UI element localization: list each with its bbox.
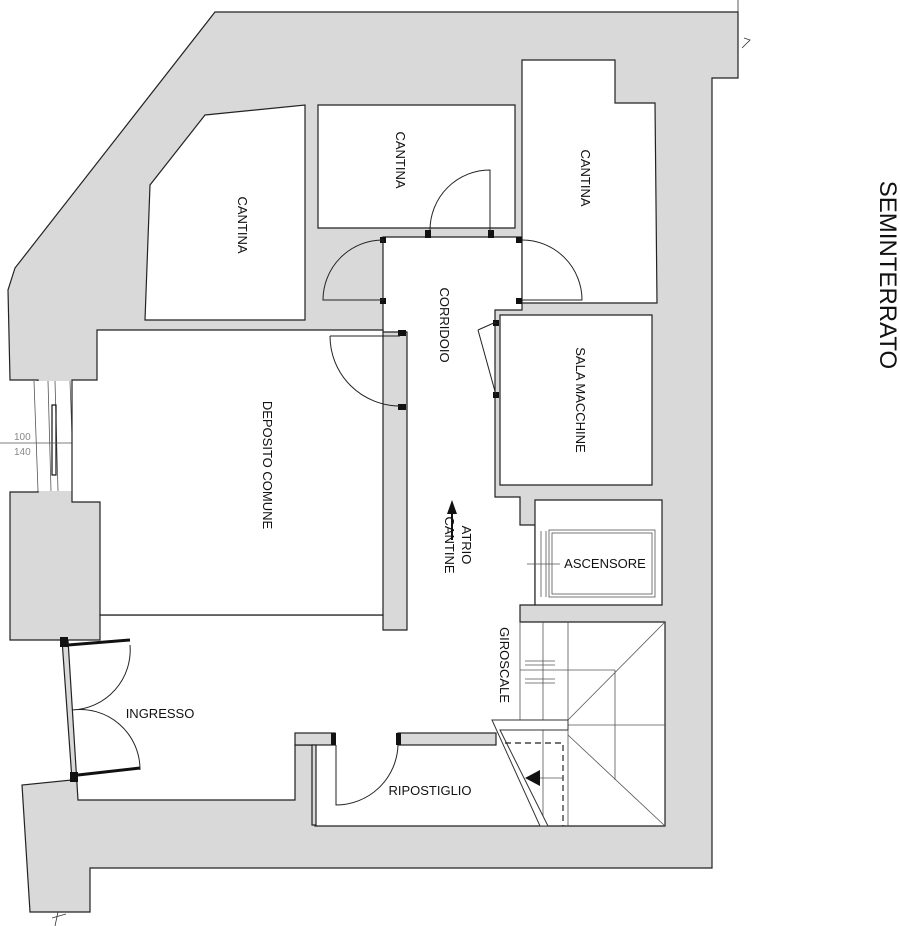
- label-cantina-left: CANTINA: [235, 196, 250, 253]
- room-deposito: [71, 329, 384, 616]
- stair-direction-arrow: [525, 770, 540, 786]
- window-dim-bottom: 140: [14, 447, 31, 458]
- label-cantine: CANTINE: [442, 516, 457, 573]
- label-corridoio: CORRIDOIO: [437, 287, 452, 362]
- window-opening: [32, 381, 76, 491]
- label-sala-macchine: SALA MACCHINE: [573, 347, 588, 453]
- room-cantina-left: [144, 104, 306, 321]
- wall-ripostiglio-right: [397, 732, 497, 746]
- label-ripostiglio: RIPOSTIGLIO: [388, 783, 471, 798]
- break-mark-bottom: [51, 911, 67, 926]
- plan-title: SEMINTERRATO: [874, 181, 900, 369]
- label-ingresso: INGRESSO: [126, 706, 195, 721]
- label-cantina-mid: CANTINA: [393, 131, 408, 188]
- window: [0, 380, 78, 492]
- wall-ripostiglio-side: [311, 744, 317, 826]
- label-giroscale: GIROSCALE: [497, 627, 512, 703]
- room-ascensore: [534, 499, 663, 606]
- label-deposito: DEPOSITO COMUNE: [260, 401, 275, 530]
- room-sala-macchine: [499, 314, 653, 486]
- room-cantina-mid: [317, 104, 516, 229]
- label-ascensore: ASCENSORE: [564, 556, 646, 571]
- staircase: [491, 621, 666, 827]
- label-cantina-right: CANTINA: [578, 149, 593, 206]
- label-atrio: ATRIO: [459, 526, 474, 565]
- doors: [60, 169, 583, 806]
- elevator-cab: [527, 529, 656, 598]
- wall-ripostiglio-left: [294, 732, 336, 746]
- break-mark-top: [737, 0, 751, 49]
- up-arrow-icon: [447, 500, 457, 540]
- window-dim-top: 100: [14, 432, 31, 443]
- corridor-area: [67, 236, 666, 827]
